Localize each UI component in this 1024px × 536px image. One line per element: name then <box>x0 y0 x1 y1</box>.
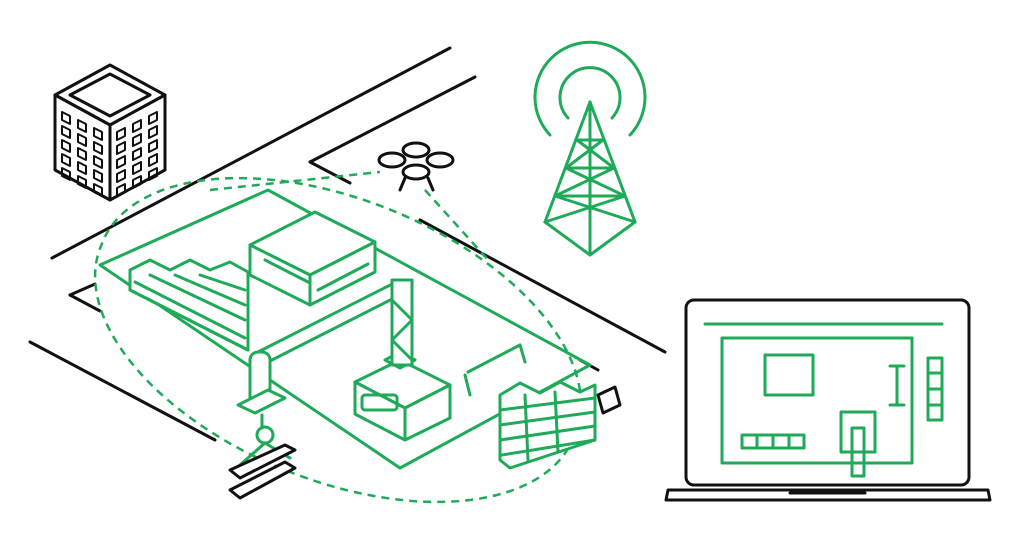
window <box>132 133 142 147</box>
window <box>61 111 71 125</box>
window <box>132 161 142 175</box>
window <box>116 155 126 169</box>
steel-beams <box>228 385 622 500</box>
window <box>116 141 126 155</box>
window <box>77 133 87 147</box>
window <box>77 175 87 189</box>
construction-site-icon <box>98 188 592 470</box>
window <box>61 125 71 139</box>
office-building-icon <box>53 63 167 202</box>
window <box>148 167 158 181</box>
window <box>148 111 158 125</box>
drone-icon <box>377 141 455 192</box>
window <box>132 119 142 133</box>
window <box>116 169 126 183</box>
window <box>61 139 71 153</box>
window <box>132 175 142 189</box>
window <box>148 153 158 167</box>
window <box>93 183 103 197</box>
road-lines <box>28 46 667 442</box>
window <box>61 167 71 181</box>
coverage-area <box>93 170 583 504</box>
brick-wall-icon <box>128 258 250 352</box>
window <box>93 155 103 169</box>
window <box>77 119 87 133</box>
window <box>116 127 126 141</box>
window <box>77 161 87 175</box>
brick-wall-icon <box>498 380 597 470</box>
window <box>116 183 126 197</box>
window <box>93 169 103 183</box>
window <box>93 141 103 155</box>
window <box>77 147 87 161</box>
window <box>132 147 142 161</box>
window <box>148 139 158 153</box>
window <box>93 127 103 141</box>
laptop-icon <box>664 298 992 502</box>
window <box>148 125 158 139</box>
radio-tower-icon <box>533 40 647 257</box>
barrier <box>463 343 527 397</box>
window <box>61 153 71 167</box>
